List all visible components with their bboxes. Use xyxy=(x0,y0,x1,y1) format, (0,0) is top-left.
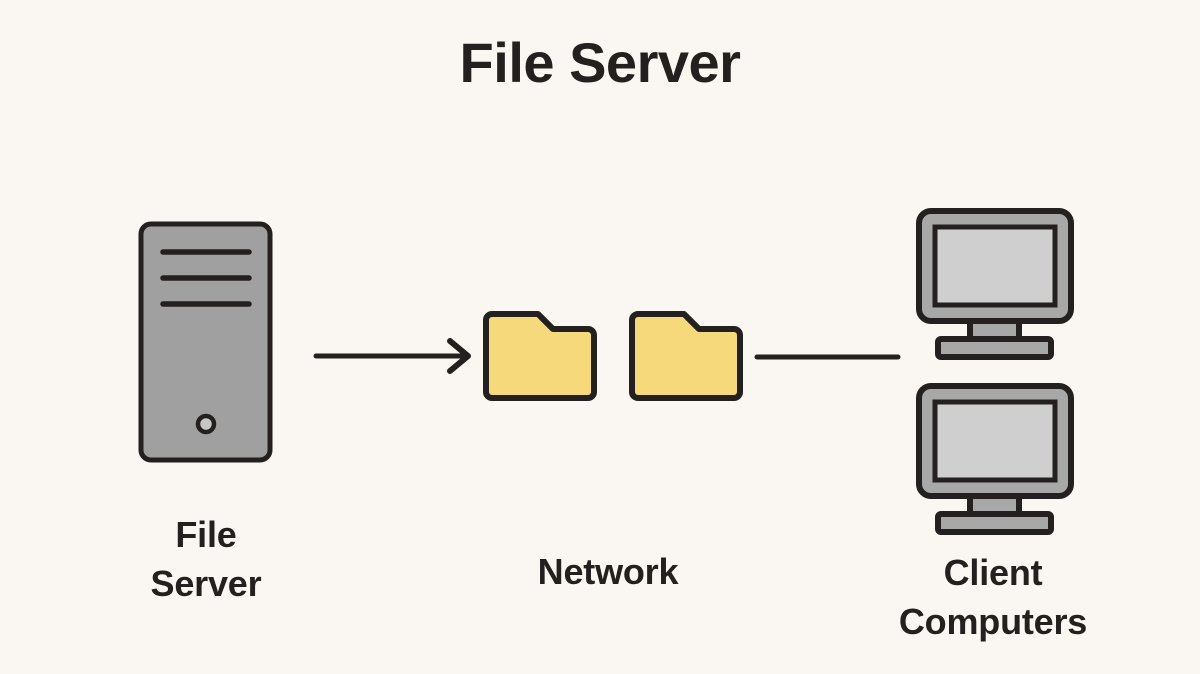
arrow-head xyxy=(447,338,471,374)
monitor-icon-1 xyxy=(916,208,1074,360)
server-tower-body xyxy=(138,221,273,463)
folders-icon xyxy=(483,311,743,401)
power-button-dot xyxy=(195,413,217,435)
server-label-line2: Server xyxy=(151,563,262,604)
page-title: File Server xyxy=(460,31,741,94)
server-to-network-arrow xyxy=(313,338,471,374)
folder-1 xyxy=(483,311,597,401)
monitor-2-screen xyxy=(932,399,1058,483)
monitor-icon-2 xyxy=(916,383,1074,535)
clients-label-line2: Computers xyxy=(899,601,1087,642)
monitor-2-stand-base xyxy=(935,511,1054,535)
server-label-line1: File xyxy=(175,514,236,555)
server-tower-icon xyxy=(138,221,273,463)
monitor-1-screen xyxy=(932,224,1058,308)
network-label: Network xyxy=(538,551,680,592)
clients-label-line1: Client xyxy=(944,552,1043,593)
folder-2 xyxy=(629,311,743,401)
monitor-1-stand-base xyxy=(935,336,1054,360)
